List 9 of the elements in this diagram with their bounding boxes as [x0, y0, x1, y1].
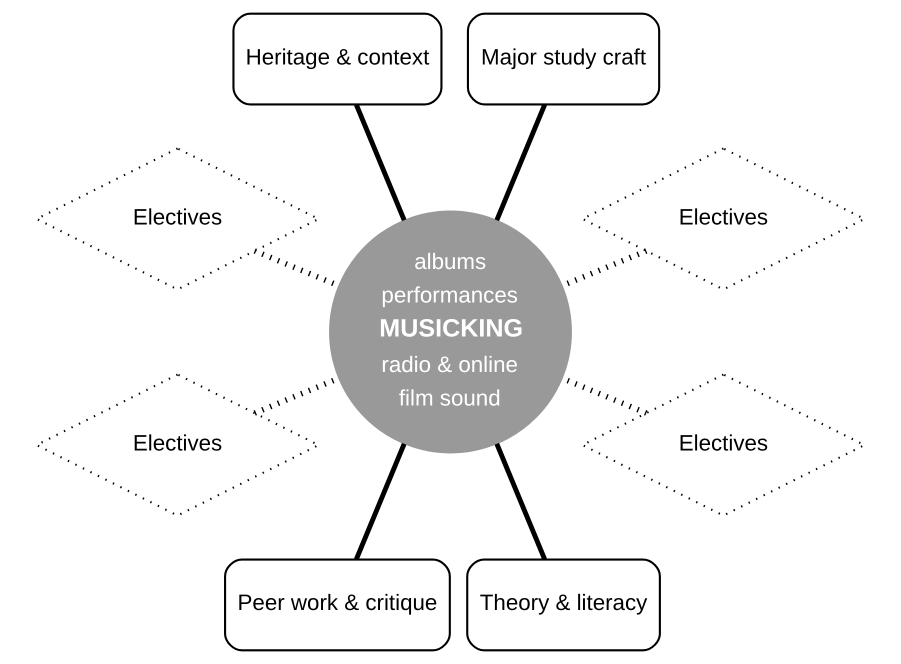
connector — [494, 104, 547, 222]
connector — [494, 442, 547, 560]
node-circle: albums performances MUSICKING radio & online film sound — [329, 210, 572, 454]
node-box: Peer work & critique — [224, 558, 451, 652]
node-box: Heritage & context — [232, 12, 442, 106]
connector — [354, 104, 406, 222]
connector — [354, 442, 406, 560]
node-box: Major study craft — [466, 12, 660, 106]
node-box: Theory & literacy — [466, 558, 661, 652]
